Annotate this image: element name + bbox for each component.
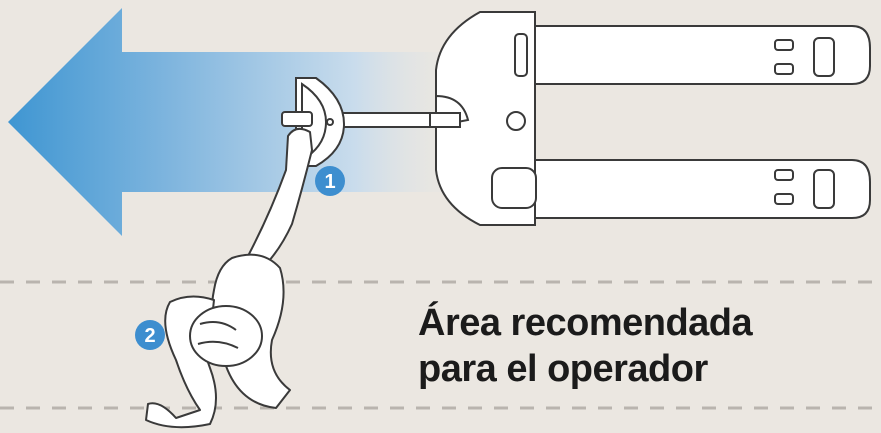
operator-arm	[247, 127, 313, 263]
frame-bolt	[506, 111, 526, 131]
step-badge-1-label: 1	[324, 171, 335, 193]
caption-line-1: Área recomendada	[418, 302, 753, 344]
handle-shaft	[329, 112, 461, 128]
frame-slot	[514, 33, 528, 77]
handle-lever	[281, 111, 313, 127]
operator-head	[189, 305, 263, 367]
fork-slot	[774, 39, 794, 51]
frame-pad	[491, 167, 537, 209]
fork-slot	[774, 63, 794, 75]
caption-line-2: para el operador	[418, 348, 708, 390]
step-badge-1: 1	[315, 166, 345, 196]
fork-slot	[774, 193, 794, 205]
operator-hair	[197, 321, 239, 349]
operator-figure	[145, 127, 313, 429]
pallet-jack	[281, 11, 871, 226]
direction-arrow	[8, 8, 470, 236]
step-badge-2-label: 2	[144, 325, 155, 347]
fork-slot	[774, 169, 794, 181]
handle-pivot	[326, 118, 334, 126]
fork-wheel	[813, 169, 835, 209]
step-badge-2: 2	[135, 320, 165, 350]
operator-area-caption: Área recomendada para el operador	[418, 300, 753, 392]
fork-wheel	[813, 37, 835, 77]
